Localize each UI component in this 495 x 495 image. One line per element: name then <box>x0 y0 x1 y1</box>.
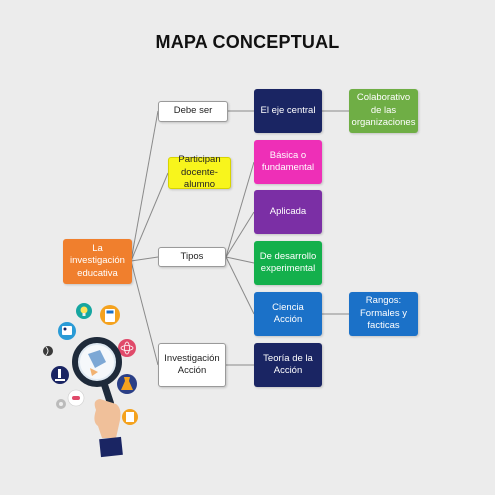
lightbulb-icon <box>76 303 92 319</box>
flask-icon <box>117 374 137 394</box>
connector-tipos-aplicada <box>225 211 255 258</box>
node-colaborativo: Colaborativo de las organizaciones <box>349 89 418 133</box>
microscope-icon <box>51 366 69 384</box>
node-investigacion-accion: Investigación Acción <box>158 343 226 387</box>
connector-root-debe-ser <box>130 110 159 262</box>
node-debe-ser: Debe ser <box>158 101 228 122</box>
document-icon <box>122 409 138 425</box>
id-card-icon <box>58 322 76 340</box>
pills-icon <box>67 389 85 407</box>
node-aplicada: Aplicada <box>254 190 322 234</box>
node-ciencia-accion: Ciencia Acción <box>254 292 322 336</box>
connector-tipos-basica <box>225 161 255 258</box>
node-teoria-accion: Teoría de la Acción <box>254 343 322 387</box>
node-root: La investigación educativa <box>63 239 132 284</box>
connector-tipos-ciencia <box>225 256 255 315</box>
hand-icon <box>94 399 123 458</box>
connector-root-tipos <box>130 256 159 262</box>
page-title: MAPA CONCEPTUAL <box>155 32 340 52</box>
calculator-icon <box>100 305 120 325</box>
magnifying-glass-icon <box>72 337 122 407</box>
node-tipos: Tipos <box>158 247 226 267</box>
node-basica: Básica o fundamental <box>254 140 322 184</box>
connector-root-investigacion-accion <box>130 260 159 366</box>
dna-icon <box>43 346 53 356</box>
research-illustration <box>43 303 138 458</box>
gear-icon <box>56 399 66 409</box>
node-rangos: Rangos: Formales y facticas <box>349 292 418 336</box>
node-participan: Participan docente-alumno <box>168 154 231 190</box>
atom-icon <box>118 339 136 357</box>
connector-tipos-desarrollo <box>225 256 255 264</box>
node-desarrollo: De desarrollo experimental <box>254 241 322 285</box>
node-eje-central: El eje central <box>254 89 322 133</box>
connector-root-participan <box>130 172 169 262</box>
